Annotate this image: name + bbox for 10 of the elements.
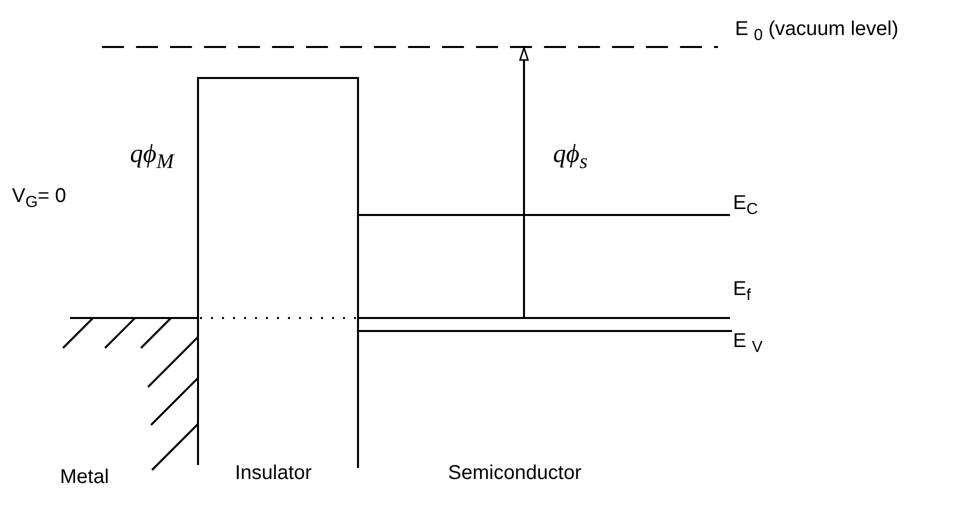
region-label: Insulator <box>235 462 312 484</box>
level-label: E$_{C}$ <box>733 192 758 219</box>
work-function-label: qϕ$_{s}$ <box>553 140 588 174</box>
gate-voltage-label: V$_{G}$= 0 <box>12 185 66 212</box>
region-label: Semiconductor <box>448 462 582 484</box>
work-function-label: qϕ$_{M}$ <box>130 140 174 174</box>
level-label: E $_{V}$ <box>733 330 763 357</box>
level-label: E $_{0}$ (vacuum level) <box>735 18 898 45</box>
level-label: E$_{f}$ <box>733 278 751 305</box>
region-label: Metal <box>60 466 109 488</box>
